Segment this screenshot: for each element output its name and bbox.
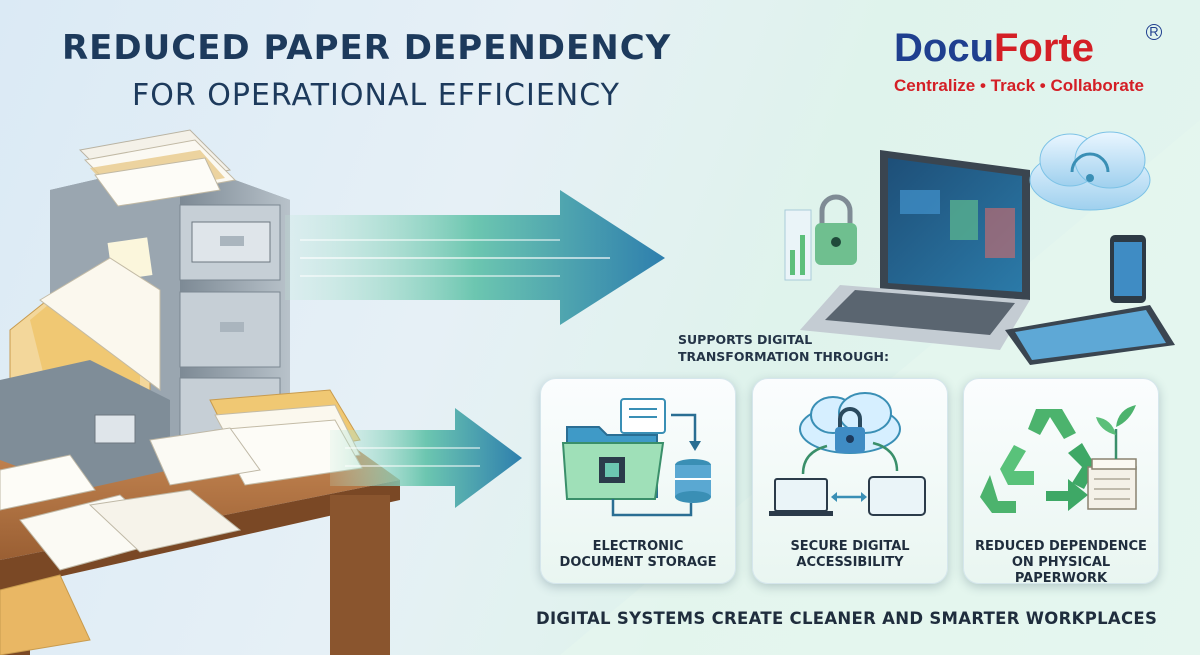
phone	[1110, 235, 1146, 303]
card-label-line1: SECURE DIGITAL	[790, 539, 910, 554]
card-label-line1: REDUCED DEPENDENCE	[975, 539, 1147, 554]
page-subtitle: FOR OPERATIONAL EFFICIENCY	[132, 78, 620, 113]
page-title: REDUCED PAPER DEPENDENCY	[62, 28, 672, 68]
logo-forte: Forte	[994, 26, 1094, 70]
folder-chip-database-icon	[561, 398, 711, 517]
supports-line2: TRANSFORMATION THROUGH:	[678, 349, 889, 364]
card-electronic-storage: ELECTRONIC DOCUMENT STORAGE	[540, 378, 736, 584]
supports-line1: SUPPORTS DIGITAL	[678, 332, 813, 347]
folder-box	[0, 257, 170, 490]
cloud-lock-devices-icon	[769, 392, 926, 516]
supports-heading: SUPPORTS DIGITAL TRANSFORMATION THROUGH:	[678, 331, 908, 365]
transfer-arrow-lower	[330, 408, 522, 508]
laptop	[800, 150, 1030, 350]
padlock	[815, 194, 857, 265]
tablet	[1005, 305, 1175, 365]
card-electronic-storage-label: ELECTRONIC DOCUMENT STORAGE	[541, 539, 735, 571]
footer-tagline: DIGITAL SYSTEMS CREATE CLEANER AND SMART…	[536, 609, 1158, 628]
logo-docu: Docu	[894, 26, 994, 70]
card-label-line1: ELECTRONIC	[592, 539, 684, 554]
transfer-arrow-upper	[285, 190, 665, 325]
paper-stack-cabinet	[78, 129, 237, 207]
card-secure-access: SECURE DIGITAL ACCESSIBILITY	[752, 378, 948, 584]
docuforte-logo: DocuForte R Centralize • Track • Collabo…	[878, 18, 1178, 98]
card-label-line2: ON PHYSICAL PAPERWORK	[1011, 555, 1111, 586]
card-label-line2: ACCESSIBILITY	[796, 555, 904, 570]
chart-panel	[784, 209, 812, 281]
card-label-line2: DOCUMENT STORAGE	[559, 555, 717, 570]
logo-wordmark: DocuForte	[894, 26, 1094, 71]
scattered-papers	[0, 389, 363, 655]
card-reduced-paperwork-label: REDUCED DEPENDENCE ON PHYSICAL PAPERWORK	[964, 539, 1158, 587]
registered-mark: R	[1146, 24, 1162, 40]
recycle-plant-icon	[980, 405, 1137, 513]
card-secure-access-label: SECURE DIGITAL ACCESSIBILITY	[753, 539, 947, 571]
cloud	[1029, 131, 1151, 211]
card-reduced-paperwork: REDUCED DEPENDENCE ON PHYSICAL PAPERWORK	[963, 378, 1159, 587]
logo-tagline: Centralize • Track • Collaborate	[894, 76, 1144, 95]
